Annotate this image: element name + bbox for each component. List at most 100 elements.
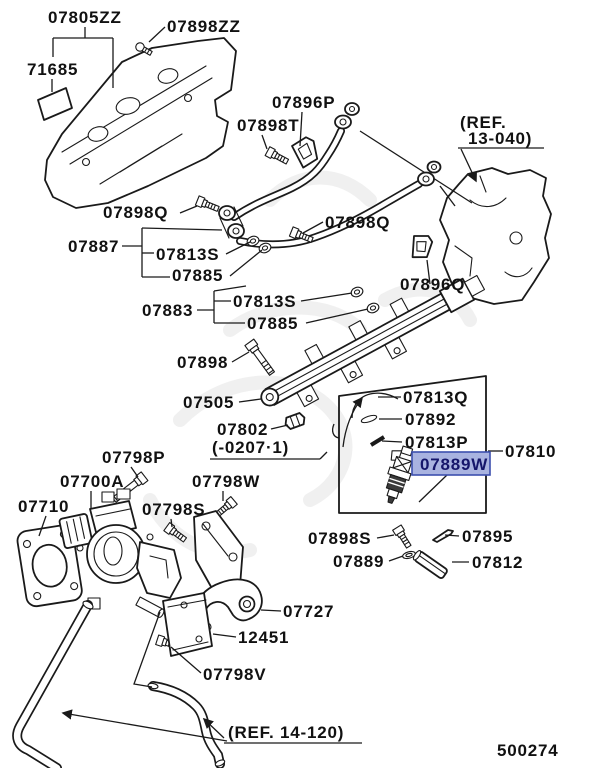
part-label-07813S-a: 07813S — [156, 245, 219, 264]
pipe-union-fitting — [218, 205, 245, 239]
part-label-12451: 12451 — [238, 628, 289, 647]
part-label-07889W[interactable]: 07889W — [420, 455, 488, 474]
leader-line-07813P — [381, 440, 403, 443]
pipe-clamp-07896P — [291, 136, 319, 169]
part-label-07896Q: 07896Q — [400, 275, 465, 294]
pipe-clamp-07896Q — [411, 235, 434, 259]
part-label-code-0207-1: (-0207·1) — [212, 438, 289, 457]
part-label-07505: 07505 — [183, 393, 234, 412]
leader-line-07896P — [299, 111, 303, 147]
leader-line-07898ZZ — [148, 26, 166, 43]
leader-lines — [38, 26, 544, 744]
part-label-71685: 71685 — [27, 60, 78, 79]
part-label-07727: 07727 — [283, 602, 334, 621]
part-label-07798W: 07798W — [192, 472, 260, 491]
leader-line-07898T — [261, 134, 268, 150]
leader-line-07883 — [213, 285, 247, 292]
part-label-07885-b: 07885 — [247, 314, 298, 333]
part-label-07798S: 07798S — [142, 500, 205, 519]
part-label-07898T: 07898T — [237, 116, 299, 135]
part-label-07892: 07892 — [405, 410, 456, 429]
clip-07895 — [432, 529, 454, 543]
cap-07802 — [284, 412, 306, 430]
leader-line-07798S — [170, 518, 173, 528]
part-label-07798V: 07798V — [203, 665, 266, 684]
part-label-07898Q-b: 07898Q — [325, 213, 390, 232]
bolt-icon-07898S — [392, 524, 414, 550]
washer-icon — [349, 285, 365, 299]
leader-line-07802 — [270, 424, 289, 430]
fuel-pipe-lower — [236, 160, 456, 249]
washer-icon — [365, 301, 381, 315]
fuel-injector — [385, 445, 414, 504]
leader-line-07885-b — [305, 308, 369, 324]
pin-07812 — [412, 550, 448, 579]
part-label-07805ZZ: 07805ZZ — [48, 8, 122, 27]
leader-line-07898Q-a — [179, 205, 198, 214]
leader-line-07898Q-b — [302, 221, 324, 234]
leader-line-07889W — [418, 474, 448, 503]
part-label-07898ZZ: 07898ZZ — [167, 17, 241, 36]
part-label-07700A: 07700A — [60, 472, 124, 491]
hose-right — [147, 681, 226, 768]
part-label-07883: 07883 — [142, 301, 193, 320]
part-label-07798P: 07798P — [102, 448, 165, 467]
part-label-07898Q-a: 07898Q — [103, 203, 168, 222]
part-label-drawing-number: 500274 — [497, 741, 559, 760]
arrow-ref-14-120 — [202, 717, 225, 739]
part-label-07889: 07889 — [333, 552, 384, 571]
hose-leader-line — [133, 611, 161, 688]
part-label-ref-13-040-2: 13-040) — [468, 129, 532, 148]
leader-line-07727 — [260, 609, 282, 612]
seal-07813P — [369, 435, 386, 447]
plate-12451 — [162, 592, 213, 657]
part-label-ref-13-040-1: (REF. — [460, 113, 507, 132]
sticker-71685 — [37, 87, 73, 121]
part-label-07812: 07812 — [472, 553, 523, 572]
part-label-07802: 07802 — [217, 420, 268, 439]
part-label-ref-14-120: (REF. 14-120) — [228, 723, 344, 742]
part-label-07813S-b: 07813S — [233, 292, 296, 311]
leader-line-07898 — [231, 351, 250, 363]
part-label-07895: 07895 — [462, 527, 513, 546]
leader-line-07710 — [38, 515, 47, 537]
detail-box — [332, 375, 487, 514]
part-label-07885-a: 07885 — [172, 266, 223, 285]
part-label-07898S: 07898S — [308, 529, 371, 548]
part-label-07887: 07887 — [68, 237, 119, 256]
part-label-07896P: 07896P — [272, 93, 335, 112]
leader-line-07798P — [130, 466, 139, 478]
throttle-body — [58, 488, 182, 618]
bolt-icon-07898 — [244, 338, 277, 378]
leader-line-07896Q — [426, 259, 431, 285]
part-label-07813Q: 07813Q — [403, 388, 468, 407]
bolt-icon-07898T — [264, 146, 291, 167]
leader-line-07895 — [444, 534, 460, 537]
leader-line-12451 — [212, 633, 237, 638]
fuel-pipe-upper — [230, 102, 473, 221]
arrow-ref-14-120 — [61, 709, 228, 742]
part-label-07813P: 07813P — [405, 433, 468, 452]
hose-left — [12, 600, 94, 768]
fuel-rail — [260, 274, 486, 408]
highlighted-part-box[interactable] — [411, 451, 491, 476]
arrow-ref-13-040-2 — [460, 148, 477, 183]
valve-cover — [44, 37, 237, 209]
leader-line-07885-a — [229, 249, 263, 277]
leader-line-07813S-a — [225, 241, 251, 255]
part-label-07898: 07898 — [177, 353, 228, 372]
leader-line-07505 — [238, 398, 262, 403]
leader-line-code-0207-1 — [319, 451, 328, 460]
part-label-07810: 07810 — [505, 442, 556, 461]
bolt-icon-07898Q-a — [194, 195, 221, 215]
leader-line-07798V — [170, 646, 202, 674]
leader-line-07813S-b — [300, 292, 353, 302]
leader-line-07889 — [388, 555, 404, 562]
clip-07892 — [360, 414, 378, 424]
part-labels: 07805ZZ 07898ZZ 71685 07896P 07898T (REF.13-0… — [18, 8, 559, 760]
part-label-07710: 07710 — [18, 497, 69, 516]
leader-line-07887 — [141, 227, 223, 231]
leader-line-07898S — [376, 534, 395, 539]
